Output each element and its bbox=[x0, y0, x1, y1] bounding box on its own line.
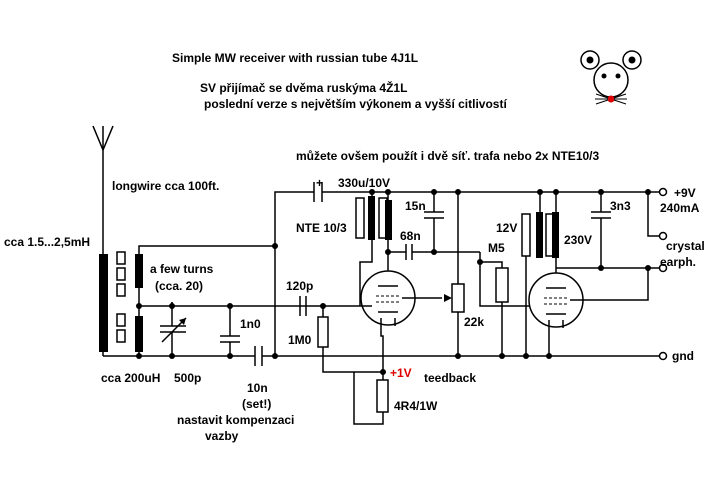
capacitor-330u bbox=[313, 182, 328, 202]
tuning-coil bbox=[135, 316, 143, 352]
label-few-turns: a few turns bbox=[150, 262, 214, 276]
resistor-4r4 bbox=[376, 379, 389, 413]
capacitor-120p bbox=[299, 296, 307, 316]
wire-1m0-bottom bbox=[322, 347, 383, 373]
label-current: 240mA bbox=[660, 201, 700, 215]
potentiometer-22k bbox=[451, 283, 465, 313]
title-en: Simple MW receiver with russian tube 4J1… bbox=[172, 51, 418, 65]
coil-windings bbox=[116, 251, 126, 343]
label-cap-500p: 500p bbox=[174, 371, 201, 385]
label-v-12: 12V bbox=[496, 221, 517, 235]
tube-2 bbox=[528, 272, 584, 328]
label-res-m5: M5 bbox=[488, 241, 505, 255]
wire-stage2-grid bbox=[479, 262, 540, 307]
resistor-1m0 bbox=[317, 316, 329, 348]
wire-tube1-cathode bbox=[380, 326, 384, 372]
resistor-m5 bbox=[495, 267, 509, 303]
ferrite-rod bbox=[99, 254, 108, 352]
wire-4r4-loop bbox=[353, 372, 384, 425]
label-res-1m0: 1M0 bbox=[288, 333, 312, 347]
label-cap-15n: 15n bbox=[405, 199, 426, 213]
transformer-2 bbox=[521, 212, 559, 258]
antenna-icon bbox=[92, 125, 114, 254]
wire-m5-top bbox=[479, 252, 503, 268]
capacitor-3n3 bbox=[591, 192, 611, 268]
wire-cap-rail-left bbox=[274, 191, 314, 356]
label-nte: NTE 10/3 bbox=[296, 221, 347, 235]
label-cap-68n: 68n bbox=[400, 229, 421, 243]
label-plus: + bbox=[316, 176, 323, 190]
label-v-230: 230V bbox=[564, 233, 592, 247]
label-cap-120p: 120p bbox=[286, 279, 313, 293]
pot-wiper-arrow bbox=[444, 294, 452, 302]
label-antenna-coil: cca 1.5...2,5mH bbox=[4, 235, 90, 249]
wire-t1-grid bbox=[359, 240, 373, 306]
label-res-4r4: 4R4/1W bbox=[394, 399, 438, 413]
label-cap-1n0: 1n0 bbox=[240, 317, 261, 331]
wire-coil-to-rail bbox=[138, 245, 275, 254]
label-longwire: longwire cca 100ft. bbox=[112, 179, 219, 193]
capacitor-10n bbox=[254, 346, 263, 366]
label-compensation1: nastavit kompenzaci bbox=[177, 413, 294, 427]
label-teedback: teedback bbox=[424, 371, 476, 385]
label-supply: +9V bbox=[674, 186, 696, 200]
transformer-nte10-3 bbox=[355, 196, 392, 240]
label-cap-3n3: 3n3 bbox=[610, 199, 631, 213]
label-cap-10n: 10n bbox=[247, 381, 268, 395]
title-cz-line2: poslední verze s největším výkonem a vyš… bbox=[204, 97, 507, 111]
label-crystal: crystal bbox=[666, 239, 705, 253]
capacitor-15n bbox=[424, 192, 444, 252]
wire-crystal-top bbox=[647, 192, 660, 237]
label-cap-330u: 330u/10V bbox=[338, 176, 390, 190]
terminals bbox=[658, 187, 668, 361]
feedback-coil bbox=[135, 254, 143, 288]
label-earph: earph. bbox=[660, 255, 696, 269]
label-pot-22k: 22k bbox=[464, 315, 484, 329]
capacitor-1n0 bbox=[220, 306, 240, 356]
label-set: (set!) bbox=[242, 397, 271, 411]
label-compensation2: vazby bbox=[205, 429, 239, 443]
junction-dots bbox=[136, 189, 651, 375]
label-coil-200uh: cca 200uH bbox=[101, 371, 160, 385]
label-few-turns-count: (cca. 20) bbox=[155, 279, 203, 293]
variable-capacitor-500p bbox=[160, 302, 187, 356]
note-transformers: můžete ovšem použít i dvě síť. trafa neb… bbox=[296, 149, 599, 163]
title-cz-line1: SV přijímač se dvěma ruskýma 4Ž1L bbox=[200, 80, 407, 95]
wire-tube2-screen bbox=[570, 268, 649, 301]
label-plus1v: +1V bbox=[390, 366, 412, 380]
label-gnd: gnd bbox=[672, 349, 694, 363]
mouse-face-icon bbox=[580, 50, 642, 105]
